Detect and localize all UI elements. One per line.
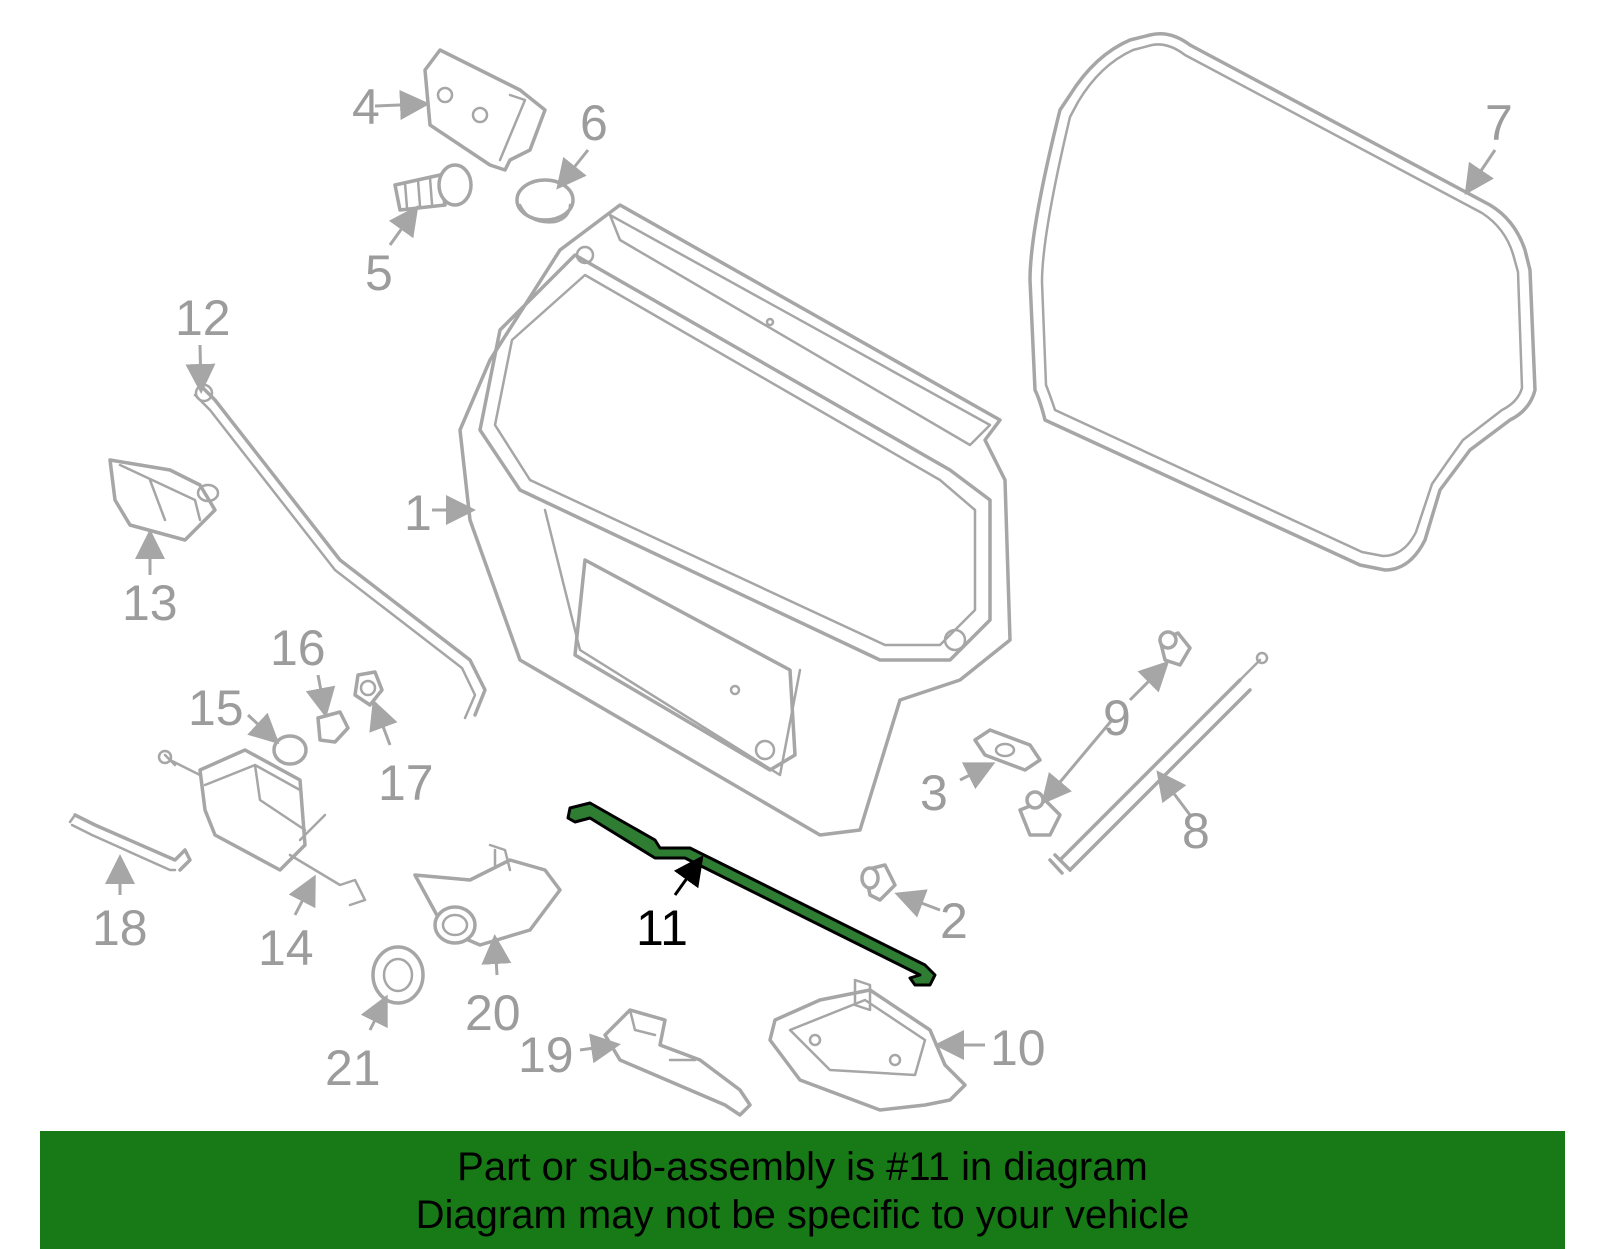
leader-14	[288, 874, 316, 916]
leader-12	[185, 344, 216, 394]
bolt-part	[393, 163, 473, 212]
callout-18: 18	[92, 900, 148, 956]
release-cable-highlighted	[566, 801, 937, 987]
leader-21	[360, 994, 388, 1031]
callout-12: 12	[175, 290, 231, 346]
leader-8	[1156, 770, 1192, 816]
leader-4	[374, 89, 430, 120]
clip-17-part	[353, 670, 384, 707]
callout-17: 17	[378, 755, 434, 811]
callout-2: 2	[940, 893, 968, 949]
leader-7	[1464, 149, 1497, 195]
leader-15	[246, 712, 280, 745]
clip-16-part	[316, 710, 350, 744]
gas-strut-part	[1048, 651, 1269, 875]
callout-7: 7	[1485, 95, 1513, 151]
leader-9a	[1128, 660, 1170, 702]
leader-19	[579, 1033, 621, 1064]
clip-15-part	[272, 734, 308, 766]
leader-16	[305, 674, 336, 718]
weatherstrip-part	[1028, 32, 1537, 572]
callout-8: 8	[1182, 803, 1210, 859]
leader-6	[556, 149, 590, 190]
cap-part	[515, 178, 575, 224]
callout-6: 6	[580, 95, 608, 151]
callout-16: 16	[270, 620, 326, 676]
callout-14: 14	[258, 920, 314, 976]
callout-21: 21	[325, 1040, 381, 1096]
callout-3: 3	[920, 765, 948, 821]
bolt-2-part	[860, 863, 897, 902]
grommet-part	[371, 945, 425, 1005]
leader-5	[388, 205, 419, 246]
callout-4: 4	[352, 79, 380, 135]
hinge-part	[423, 48, 547, 172]
banner-line-2: Diagram may not be specific to your vehi…	[415, 1193, 1190, 1237]
leader-20	[481, 934, 512, 976]
rod-18-part	[68, 813, 192, 872]
actuator-part	[157, 748, 367, 907]
ball-stud-top-part	[1158, 630, 1192, 667]
callout-1: 1	[404, 485, 432, 541]
callout-15: 15	[188, 680, 244, 736]
banner-line-1: Part or sub-assembly is #11 in diagram	[457, 1145, 1148, 1189]
bracket-part	[603, 1008, 752, 1117]
callout-19: 19	[518, 1027, 574, 1083]
grommet-3-part	[973, 728, 1042, 772]
lock-cylinder-part	[413, 843, 562, 947]
callout-9: 9	[1103, 690, 1131, 746]
latch-part	[768, 978, 967, 1112]
leader-lines	[105, 89, 1497, 1064]
info-banner: Part or sub-assembly is #11 in diagram D…	[40, 1131, 1565, 1249]
callout-13: 13	[122, 575, 178, 631]
callout-labels: 4 6 5 7 12 1 13 16 15 17 3 9 8 2 18 14 2…	[92, 79, 1513, 1096]
leader-2	[894, 889, 941, 918]
rod-part	[193, 383, 487, 720]
callout-5: 5	[365, 245, 393, 301]
leader-9b	[1041, 719, 1114, 805]
leader-11	[673, 855, 704, 896]
ball-stud-bottom-part	[1018, 790, 1062, 837]
callout-11-highlighted: 11	[636, 900, 688, 956]
callout-20: 20	[465, 985, 521, 1041]
leader-17	[369, 699, 398, 746]
leader-3	[959, 762, 996, 790]
liftgate-part	[458, 203, 1012, 837]
latch-handle-part	[108, 458, 220, 542]
callout-10: 10	[990, 1020, 1046, 1076]
